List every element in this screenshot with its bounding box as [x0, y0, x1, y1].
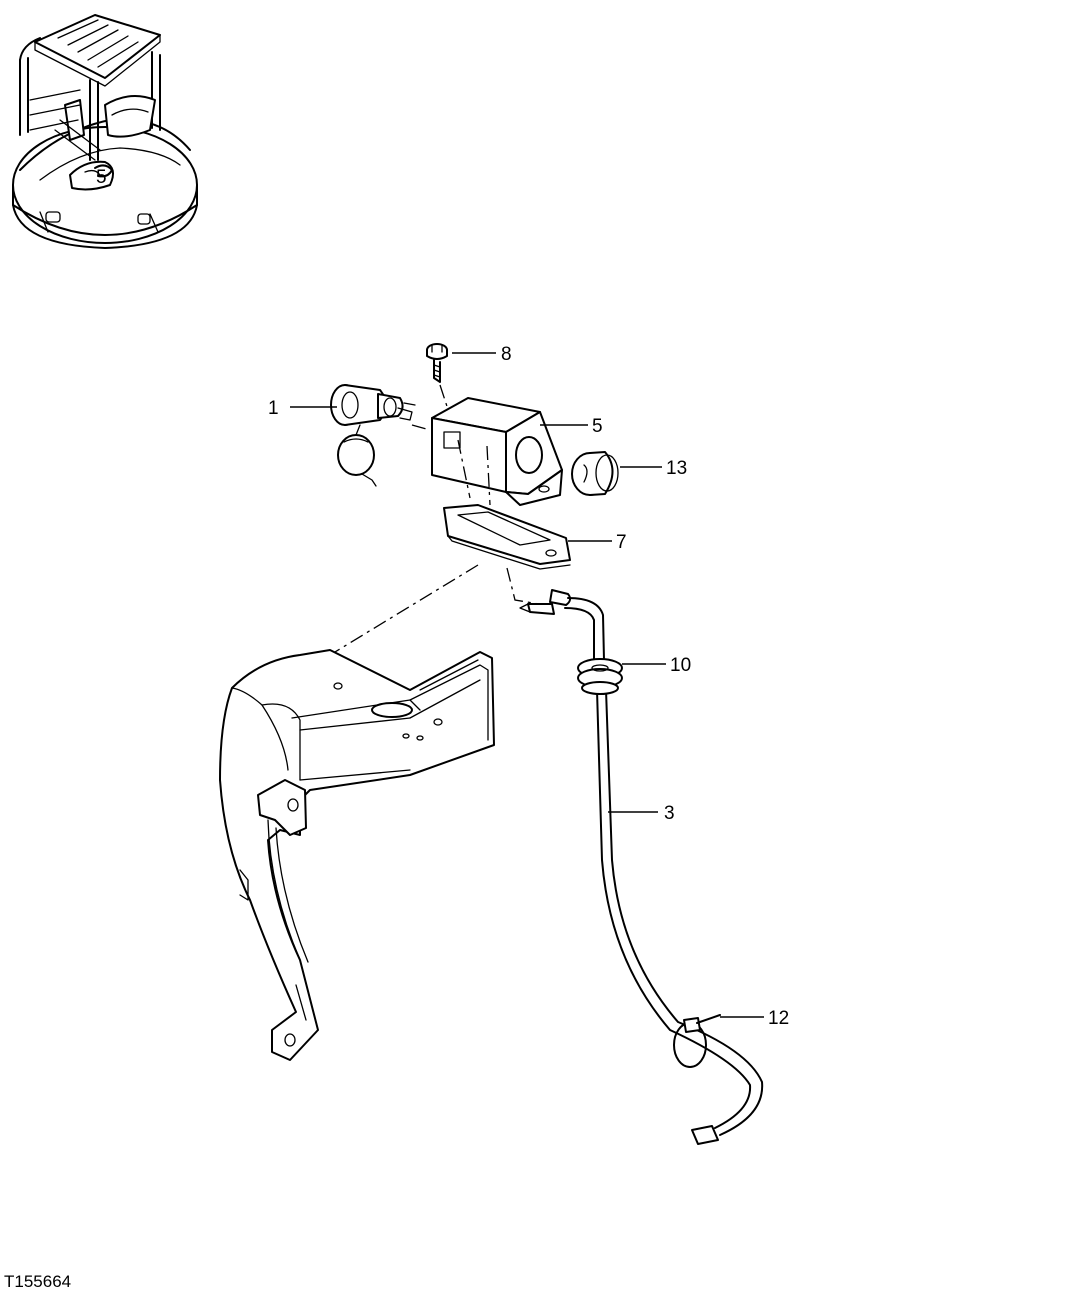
callout-5: 5 [592, 416, 603, 437]
mounting-bracket-part [219, 649, 495, 1061]
plate-to-mount-alignment-line [329, 564, 479, 656]
socket-alignment-line [411, 424, 431, 431]
callout-13: 13 [666, 458, 687, 479]
wiring-harness-part [564, 597, 764, 1145]
bracket-alignment-line-1 [457, 439, 471, 499]
screw-part [426, 343, 448, 383]
callout-10: 10 [670, 655, 691, 676]
power-socket-part [330, 384, 416, 487]
figure-id-label: T155664 [4, 1272, 72, 1291]
svg-text:5: 5 [96, 167, 107, 188]
callout-8: 8 [501, 344, 512, 365]
grommet-part [571, 451, 619, 496]
socket-bracket-part [431, 397, 563, 506]
machine-locator-illustration: 5 [12, 14, 198, 249]
bracket-alignment-line-2 [486, 445, 491, 506]
plate-to-connector-alignment-line [506, 567, 546, 606]
gasket-plate-part [443, 504, 571, 570]
callout-7: 7 [616, 532, 627, 553]
callout-1: 1 [268, 398, 279, 419]
connector-terminals [519, 589, 572, 615]
callout-12: 12 [768, 1008, 789, 1029]
callout-3: 3 [664, 803, 675, 824]
